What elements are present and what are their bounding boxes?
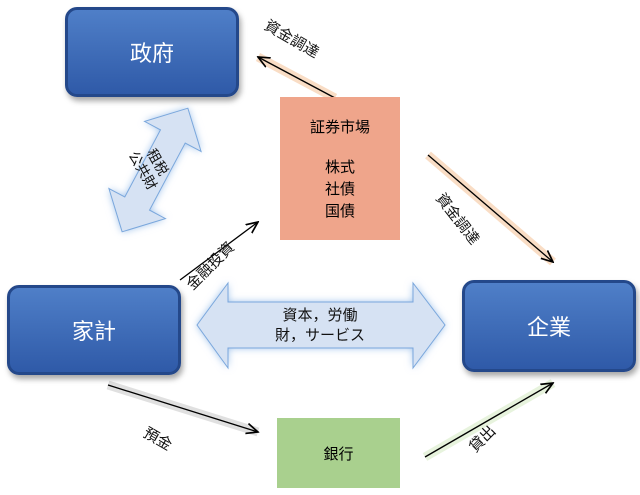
household-node: 家計 <box>7 285 181 375</box>
factor-goods-double-arrow <box>196 281 446 370</box>
firm-label: 企業 <box>526 316 571 341</box>
securities-item: 株式 <box>324 157 355 176</box>
deposit-arrow <box>107 384 258 432</box>
securities-market-label: 証券市場 <box>309 117 370 136</box>
bank-node: 銀行 <box>277 418 400 488</box>
firm-node: 企業 <box>462 280 636 372</box>
securities-item: 国債 <box>324 201 355 220</box>
gov-funding-arrow <box>258 57 336 99</box>
capital-labor-label: 資本，労働 <box>282 306 358 324</box>
household-label: 家計 <box>71 320 116 345</box>
lending-arrow <box>424 383 553 458</box>
government-label: 政府 <box>129 42 174 67</box>
factor-goods-label: 資本，労働 財，サービス <box>250 305 390 345</box>
financial-investment-arrow <box>179 222 258 281</box>
securities-item: 社債 <box>324 179 355 198</box>
securities-market-node: 証券市場 株式 社債 国債 <box>280 97 400 240</box>
firm-funding-arrow <box>427 154 553 262</box>
bank-label: 銀行 <box>323 444 354 463</box>
goods-services-label: 財，サービス <box>274 326 365 344</box>
tax-public-goods-double-arrow <box>108 107 202 233</box>
government-node: 政府 <box>65 7 239 97</box>
